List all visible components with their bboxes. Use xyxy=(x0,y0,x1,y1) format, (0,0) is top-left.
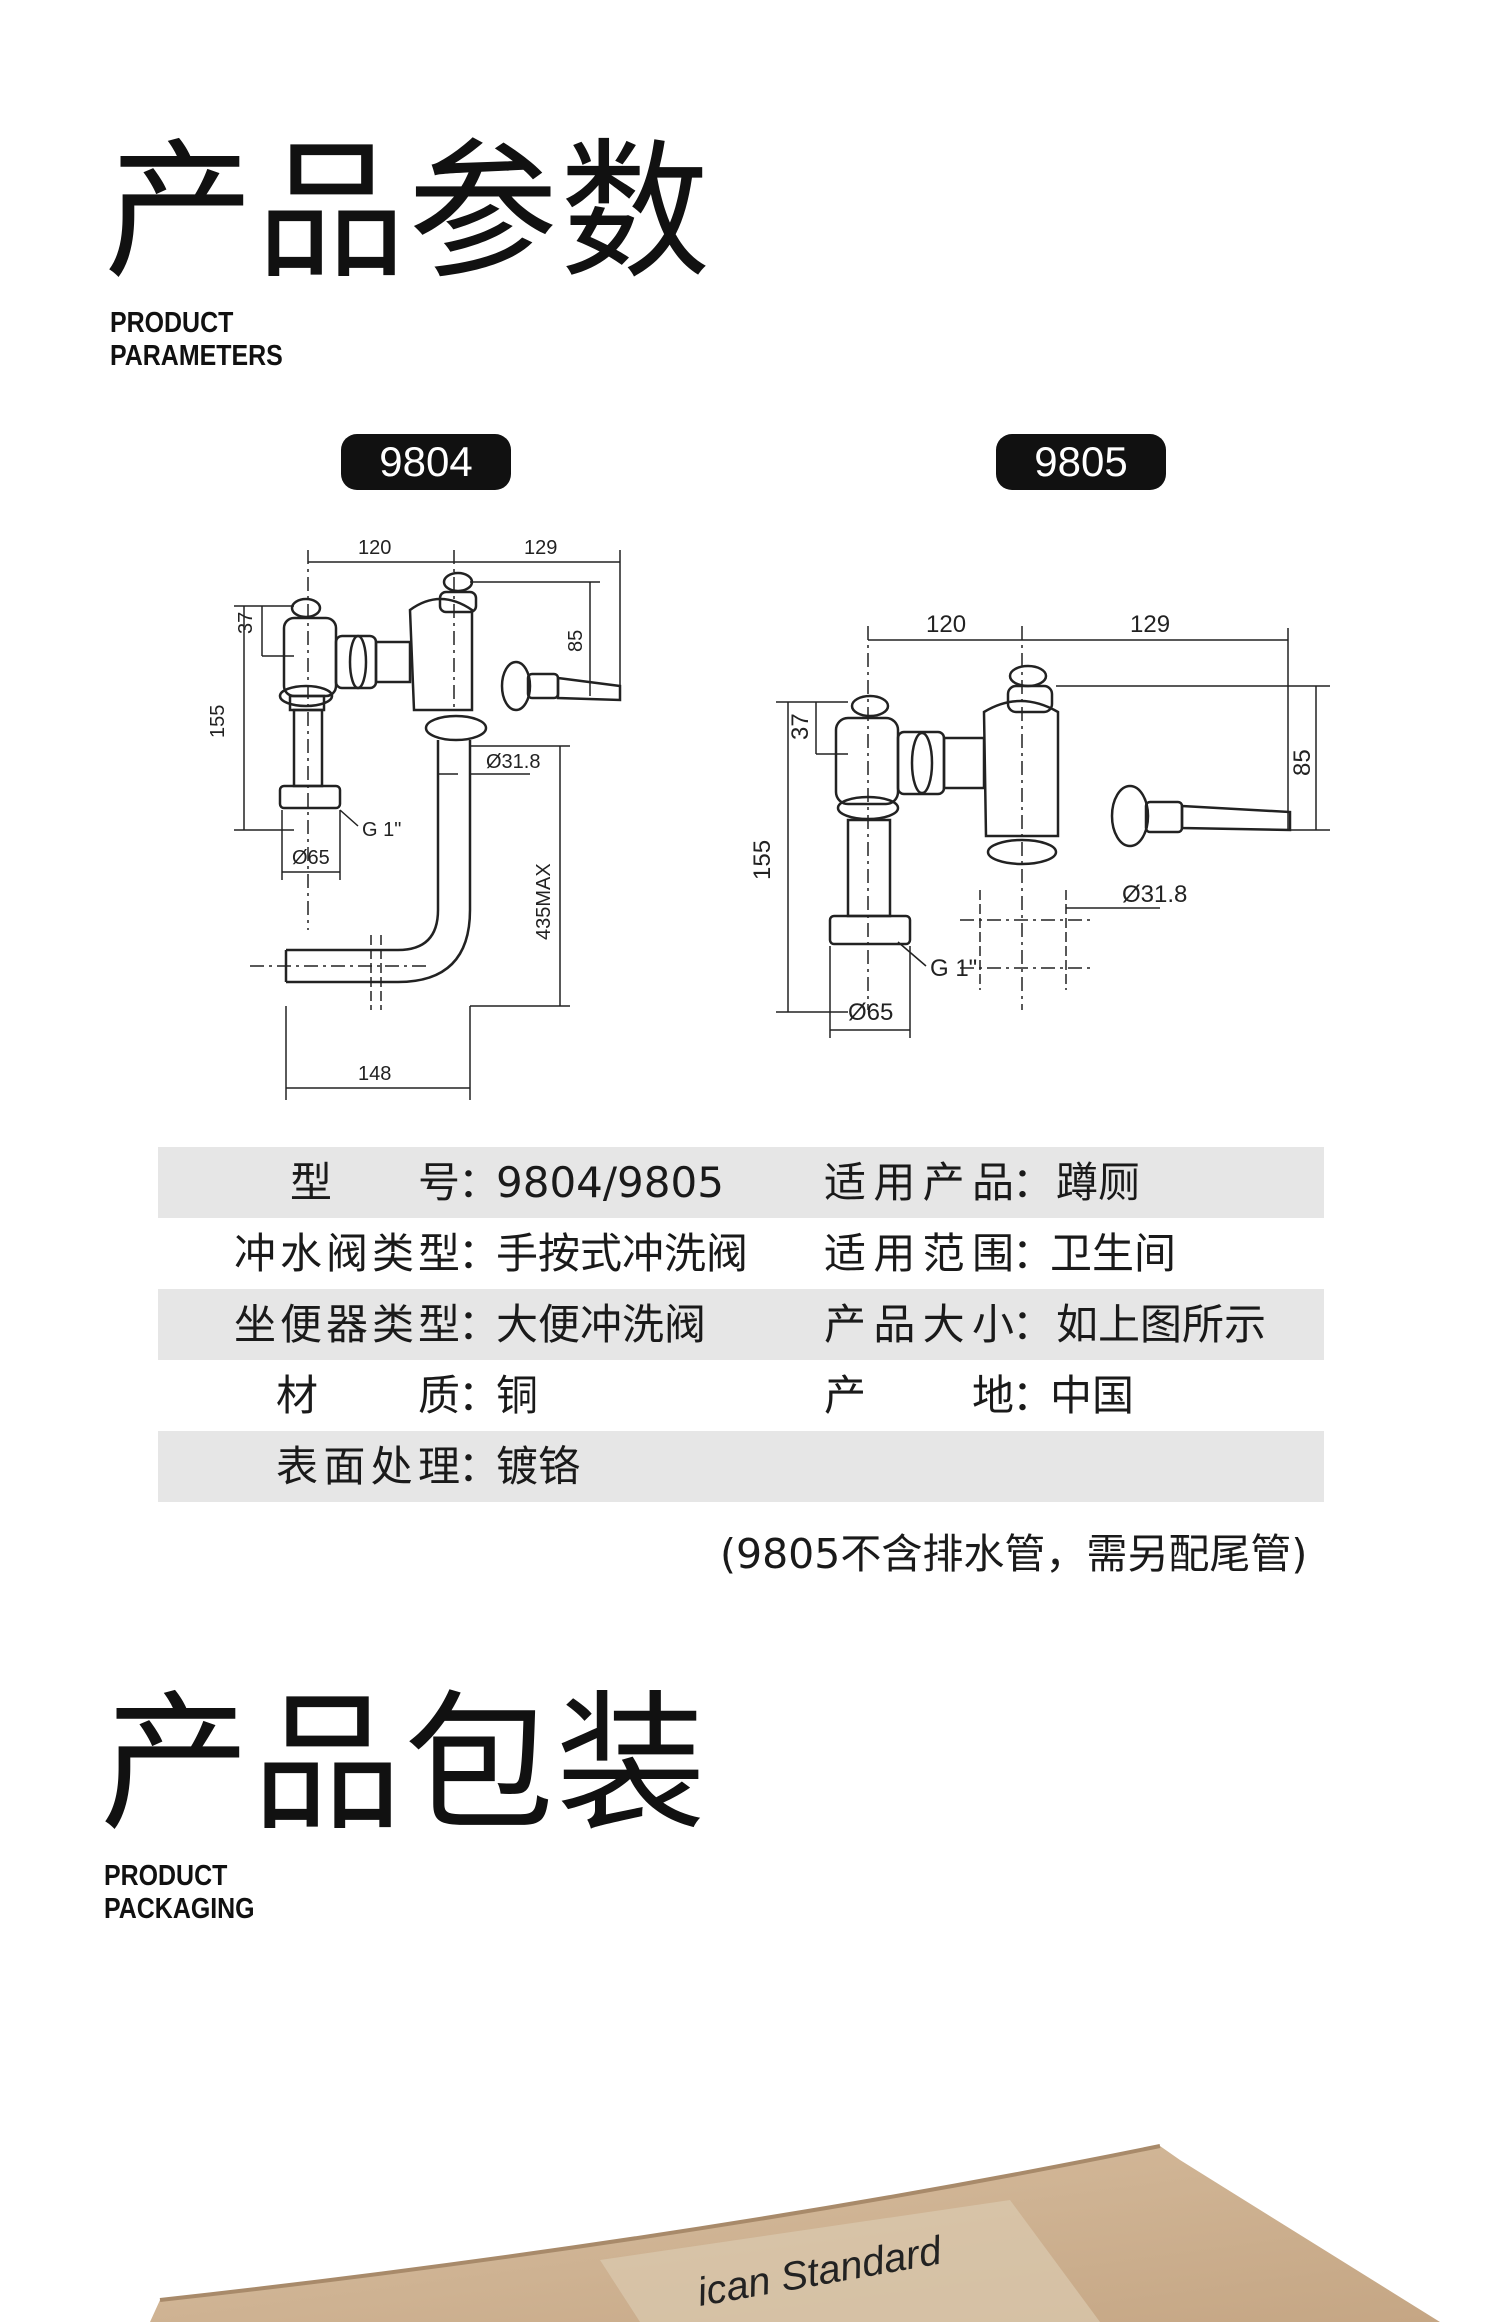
dim-9804-155: 155 xyxy=(207,705,229,738)
dim-9805-37: 37 xyxy=(787,713,814,740)
table-row: 型号 ： 9804/9805 适用产品 ： 蹲厕 xyxy=(158,1147,1324,1218)
spec-colon: ： xyxy=(1012,1158,1055,1207)
packaging-subtitle-line2: PACKAGING xyxy=(104,1893,255,1925)
spec-label: 型号 xyxy=(290,1158,460,1207)
table-row: 冲水阀类型 ： 手按式冲洗阀 适用范围 ： 卫生间 xyxy=(158,1218,1324,1289)
spec-label: 冲水阀类型 xyxy=(234,1229,460,1278)
spec-label: 材质 xyxy=(276,1371,460,1420)
spec-colon: ： xyxy=(458,1442,501,1491)
dim-9805-g1: G 1" xyxy=(930,955,977,982)
spec-value: 手按式冲洗阀 xyxy=(496,1229,749,1278)
spec-value: 如上图所示 xyxy=(1056,1300,1267,1349)
packaging-box-image: ican Standard xyxy=(150,2144,1440,2322)
spec-colon: ： xyxy=(458,1158,501,1207)
model-label-9804: 9804 xyxy=(341,434,511,490)
dim-9804-g1: G 1" xyxy=(362,819,401,841)
dim-9805-129: 129 xyxy=(1130,611,1170,638)
spec-label: 适用范围 xyxy=(824,1229,1014,1278)
drawing-9804: 120 129 37 85 155 G 1" Ø65 Ø31.8 435MAX … xyxy=(207,537,622,1100)
spec-value: 大便冲洗阀 xyxy=(496,1300,707,1349)
spec-colon: ： xyxy=(1012,1371,1055,1420)
dim-9805-85: 85 xyxy=(1289,749,1316,776)
table-row: 坐便器类型 ： 大便冲洗阀 产品大小 ： 如上图所示 xyxy=(158,1289,1324,1360)
spec-label: 表面处理 xyxy=(276,1442,460,1491)
params-title: 产品参数 xyxy=(104,126,713,300)
packaging-subtitle-line1: PRODUCT xyxy=(104,1860,228,1892)
packaging-title: 产品包装 xyxy=(100,1678,709,1852)
spec-value: 卫生间 xyxy=(1050,1229,1177,1278)
dim-9804-129: 129 xyxy=(524,537,557,559)
packaging-subtitle: PRODUCT PACKAGING xyxy=(104,1860,255,1926)
model-label-9805: 9805 xyxy=(996,434,1166,490)
table-row: 材质 ： 铜 产地 ： 中国 xyxy=(158,1360,1324,1431)
params-subtitle-line1: PRODUCT xyxy=(110,307,234,339)
dim-9805-d318: Ø31.8 xyxy=(1122,881,1187,908)
dim-9804-435max: 435MAX xyxy=(533,863,555,940)
spec-colon: ： xyxy=(458,1371,501,1420)
spec-value: 9804/9805 xyxy=(496,1158,724,1207)
note-text: (9805不含排水管，需另配尾管) xyxy=(720,1530,1308,1578)
spec-colon: ： xyxy=(458,1229,501,1278)
spec-label: 坐便器类型 xyxy=(234,1300,460,1349)
dim-9805-120: 120 xyxy=(926,611,966,638)
spec-colon: ： xyxy=(1012,1229,1055,1278)
dim-9805-155: 155 xyxy=(749,840,776,880)
dim-9804-148: 148 xyxy=(358,1063,391,1085)
spec-colon: ： xyxy=(1012,1300,1055,1349)
spec-label: 产地 xyxy=(824,1371,1014,1420)
spec-value: 铜 xyxy=(496,1371,539,1420)
spec-colon: ： xyxy=(458,1300,501,1349)
dim-9804-d65: Ø65 xyxy=(292,847,330,869)
spec-label: 适用产品 xyxy=(824,1158,1014,1207)
packaging-photo: ican Standard xyxy=(0,2060,1500,2322)
spec-value: 镀铬 xyxy=(496,1442,581,1491)
dim-9804-120: 120 xyxy=(358,537,391,559)
dim-9804-d318: Ø31.8 xyxy=(486,751,540,773)
spec-table: 型号 ： 9804/9805 适用产品 ： 蹲厕 冲水阀类型 ： 手按式冲洗阀 … xyxy=(158,1147,1324,1502)
dim-9804-85: 85 xyxy=(565,630,587,652)
drawing-9805: 120 129 37 85 155 G 1" Ø65 Ø31.8 xyxy=(749,611,1330,1038)
params-subtitle-line2: PARAMETERS xyxy=(110,340,283,372)
spec-value: 蹲厕 xyxy=(1056,1158,1141,1207)
spec-value: 中国 xyxy=(1050,1371,1135,1420)
dim-9805-d65: Ø65 xyxy=(848,999,893,1026)
dim-9804-37: 37 xyxy=(235,612,257,634)
table-row: 表面处理 ： 镀铬 xyxy=(158,1431,1324,1502)
spec-label: 产品大小 xyxy=(824,1300,1014,1349)
params-subtitle: PRODUCT PARAMETERS xyxy=(110,307,283,373)
